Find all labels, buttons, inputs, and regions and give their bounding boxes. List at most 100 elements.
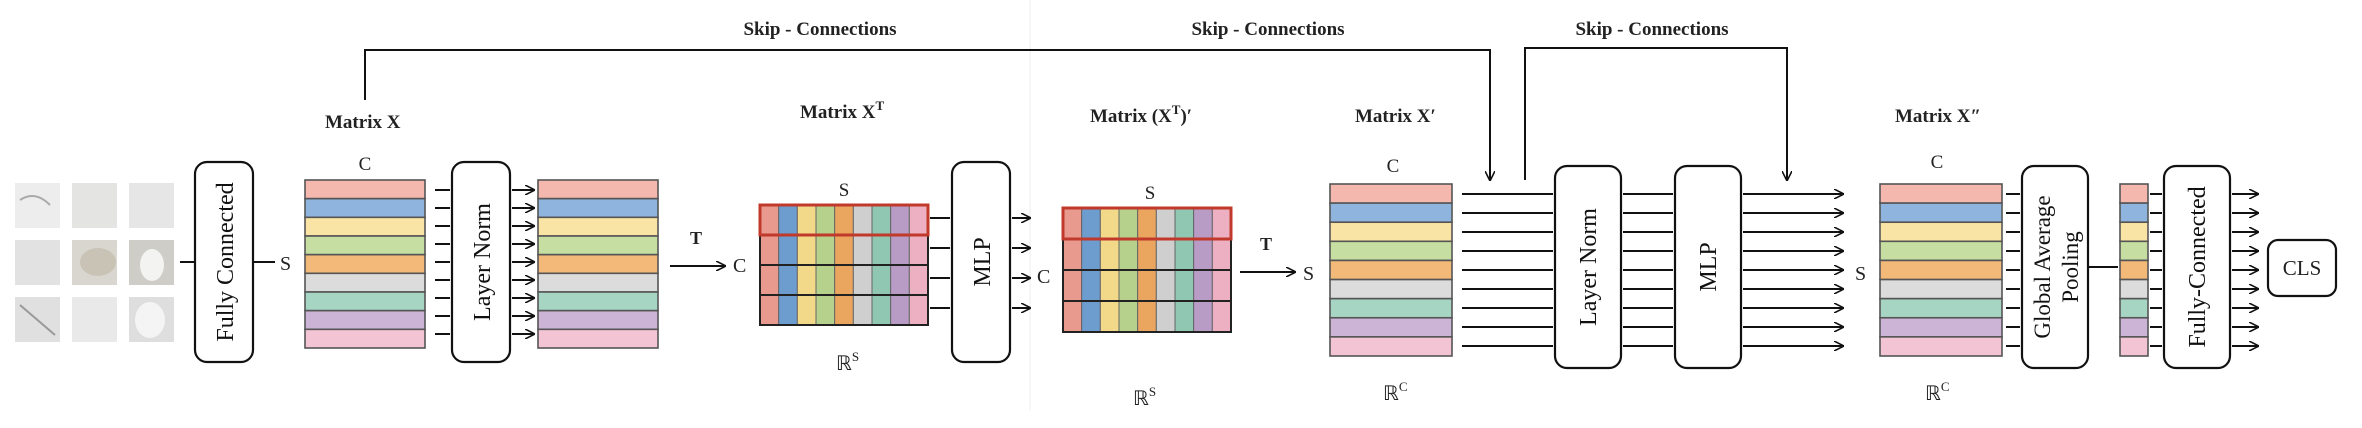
matrix-row (1329, 202, 1453, 224)
global-average-pooling-block: Global Average Pooling (2020, 164, 2090, 370)
matrix-row (1329, 336, 1453, 357)
matrix-row (537, 328, 659, 349)
matrix-row (1879, 183, 2003, 204)
matrix-row (1879, 259, 2003, 281)
matrix-row (1879, 297, 2003, 319)
matrix-highlight-row (1061, 206, 1233, 241)
matrix-row (537, 197, 659, 219)
skip-connections-label-1: Skip - Connections (743, 19, 896, 40)
layer-norm-label-1: Layer Norm (470, 203, 496, 321)
mlp-label-1: MLP (970, 237, 996, 286)
matrix-row (1329, 183, 1453, 204)
dim-c-label-4: C (1387, 156, 1400, 177)
matrix-row (537, 253, 659, 275)
pooled-vector (2119, 183, 2149, 357)
matrix-row (304, 291, 426, 312)
matrix-row (2119, 202, 2149, 224)
fully-connected-block-2: Fully-Connected (2162, 164, 2232, 370)
matrix-row (537, 216, 659, 237)
matrix-row (537, 235, 659, 256)
matrix-row (1879, 221, 2003, 243)
arrows-from-mlp-2 (1743, 194, 1843, 346)
real-space-s-label-1: ℝS (836, 349, 859, 375)
matrix-x-prime (1329, 183, 1453, 357)
gap-label-line2: Pooling (2058, 231, 2083, 303)
real-space-c-label-1: ℝC (1383, 379, 1408, 405)
dim-s-label-1: S (280, 253, 291, 275)
matrix-row (2119, 240, 2149, 262)
matrix-row (1879, 202, 2003, 224)
matrix-x-double-prime-title: Matrix X″ (1895, 106, 1981, 127)
matrix-highlight-row (758, 203, 930, 237)
arrows-from-fc2 (2232, 194, 2258, 346)
cls-output: CLS (2266, 238, 2338, 298)
input-image-patches (15, 183, 174, 342)
skip-connections-label-2: Skip - Connections (1191, 19, 1344, 40)
dim-s-label-2: S (839, 180, 850, 201)
matrix-row (2119, 278, 2149, 300)
matrix-x-title: Matrix X (325, 112, 401, 133)
fully-connected-block: Fully Connected (193, 160, 255, 364)
matrix-row (304, 179, 426, 200)
matrix-xt-prime-title: Matrix (XT)′ (1090, 102, 1192, 127)
matrix-x (304, 179, 426, 349)
mlp-block-2: MLP (1673, 164, 1743, 370)
arrows-to-fc2 (2150, 193, 2162, 347)
mlp-label-2: MLP (1696, 242, 1722, 291)
matrix-row (1329, 297, 1453, 319)
transpose-label-2: T (1260, 234, 1272, 254)
fully-connected-label-2: Fully-Connected (2185, 186, 2211, 347)
matrix-row (537, 291, 659, 312)
skip-connections-label-3: Skip - Connections (1575, 19, 1728, 40)
dim-c-label-2: C (733, 255, 746, 277)
matrix-x-double-prime (1879, 183, 2003, 357)
layer-norm-block-1: Layer Norm (450, 160, 512, 364)
dim-c-label-5: C (1931, 152, 1944, 173)
arrows-to-layer-norm-2 (1462, 193, 1553, 347)
matrix-row (1879, 316, 2003, 338)
layer-norm-block-2: Layer Norm (1553, 164, 1623, 370)
matrix-row (1329, 316, 1453, 338)
matrix-row (304, 272, 426, 293)
matrix-row (2119, 336, 2149, 357)
matrix-row (1329, 240, 1453, 262)
cls-label: CLS (2283, 256, 2322, 280)
gap-label-line1: Global Average (2030, 195, 2055, 338)
matrix-row (2119, 221, 2149, 243)
matrix-xt-prime (1061, 206, 1233, 333)
matrix-row (1329, 259, 1453, 281)
matrix-row (537, 272, 659, 293)
dim-s-label-3: S (1145, 183, 1156, 204)
matrix-row (2119, 297, 2149, 319)
matrix-row (304, 253, 426, 275)
skip-connection-line-2 (1524, 47, 1787, 180)
transpose-label-1: T (690, 228, 702, 248)
matrix-row (2119, 183, 2149, 204)
matrix-row (537, 179, 659, 200)
arrows-from-mlp-1 (1012, 218, 1030, 308)
matrix-row (2119, 316, 2149, 338)
matrix-xt (758, 203, 930, 326)
matrix-row (304, 328, 426, 349)
dim-c-label-1: C (359, 154, 372, 175)
matrix-row (1879, 336, 2003, 357)
mlp-block-1: MLP (950, 160, 1012, 364)
arrows-ln2-to-mlp2 (1623, 193, 1673, 347)
arrows-to-mlp-1 (930, 217, 950, 309)
matrix-row (304, 197, 426, 219)
matrix-x-normalized (537, 179, 659, 349)
skip-connection-line-1 (364, 49, 1490, 180)
layer-norm-label-2: Layer Norm (1576, 208, 1602, 326)
arrows-to-layer-norm-1 (435, 189, 450, 335)
real-space-s-label-2: ℝS (1133, 384, 1156, 410)
dim-s-label-4: S (1303, 263, 1314, 285)
dim-c-label-3: C (1037, 266, 1050, 288)
matrix-row (1329, 221, 1453, 243)
matrix-row (1879, 278, 2003, 300)
arrows-to-gap (2006, 193, 2020, 347)
matrix-row (537, 309, 659, 331)
matrix-row (304, 235, 426, 256)
matrix-xt-title: Matrix XT (800, 98, 884, 123)
matrix-row (1879, 240, 2003, 262)
